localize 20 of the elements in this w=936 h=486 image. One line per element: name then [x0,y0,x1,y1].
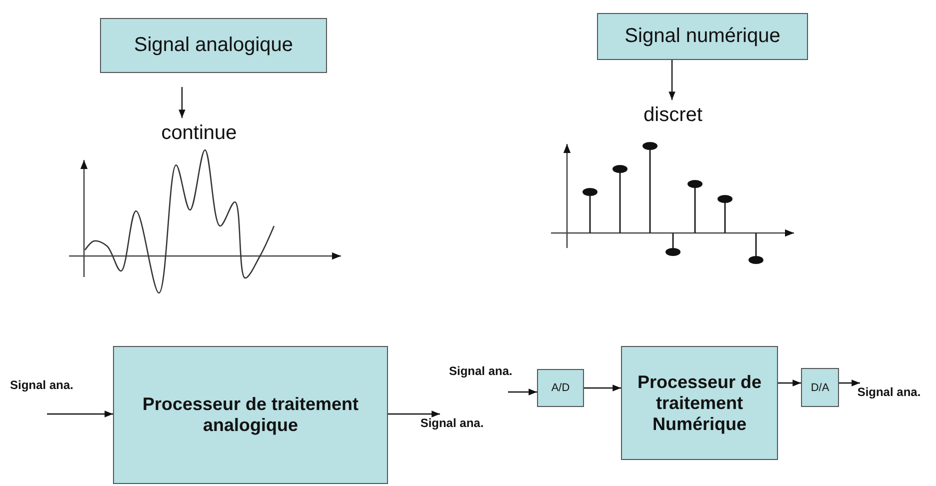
caption-text: discret [628,100,718,130]
signal-label: Signal ana. [412,415,492,431]
process-box: Processeur de traitement analogique [113,346,388,484]
arrow [668,60,676,100]
arrow [584,384,621,392]
arrow [47,410,113,418]
title-box: Signal analogique [100,18,327,73]
signal-label: Signal ana. [449,364,512,378]
arrow [839,380,860,386]
process-box: Processeur de traitement Numérique [621,346,778,460]
signal-label: Signal ana. [849,384,929,400]
arrow [508,388,537,396]
converter-box: A/D [537,369,584,407]
arrow [778,380,801,386]
caption-text: continue [146,118,252,148]
arrow [388,410,440,418]
signal-label: Signal ana. [10,378,74,392]
converter-box: D/A [801,368,839,407]
arrow [178,87,186,118]
title-box: Signal numérique [597,13,808,60]
